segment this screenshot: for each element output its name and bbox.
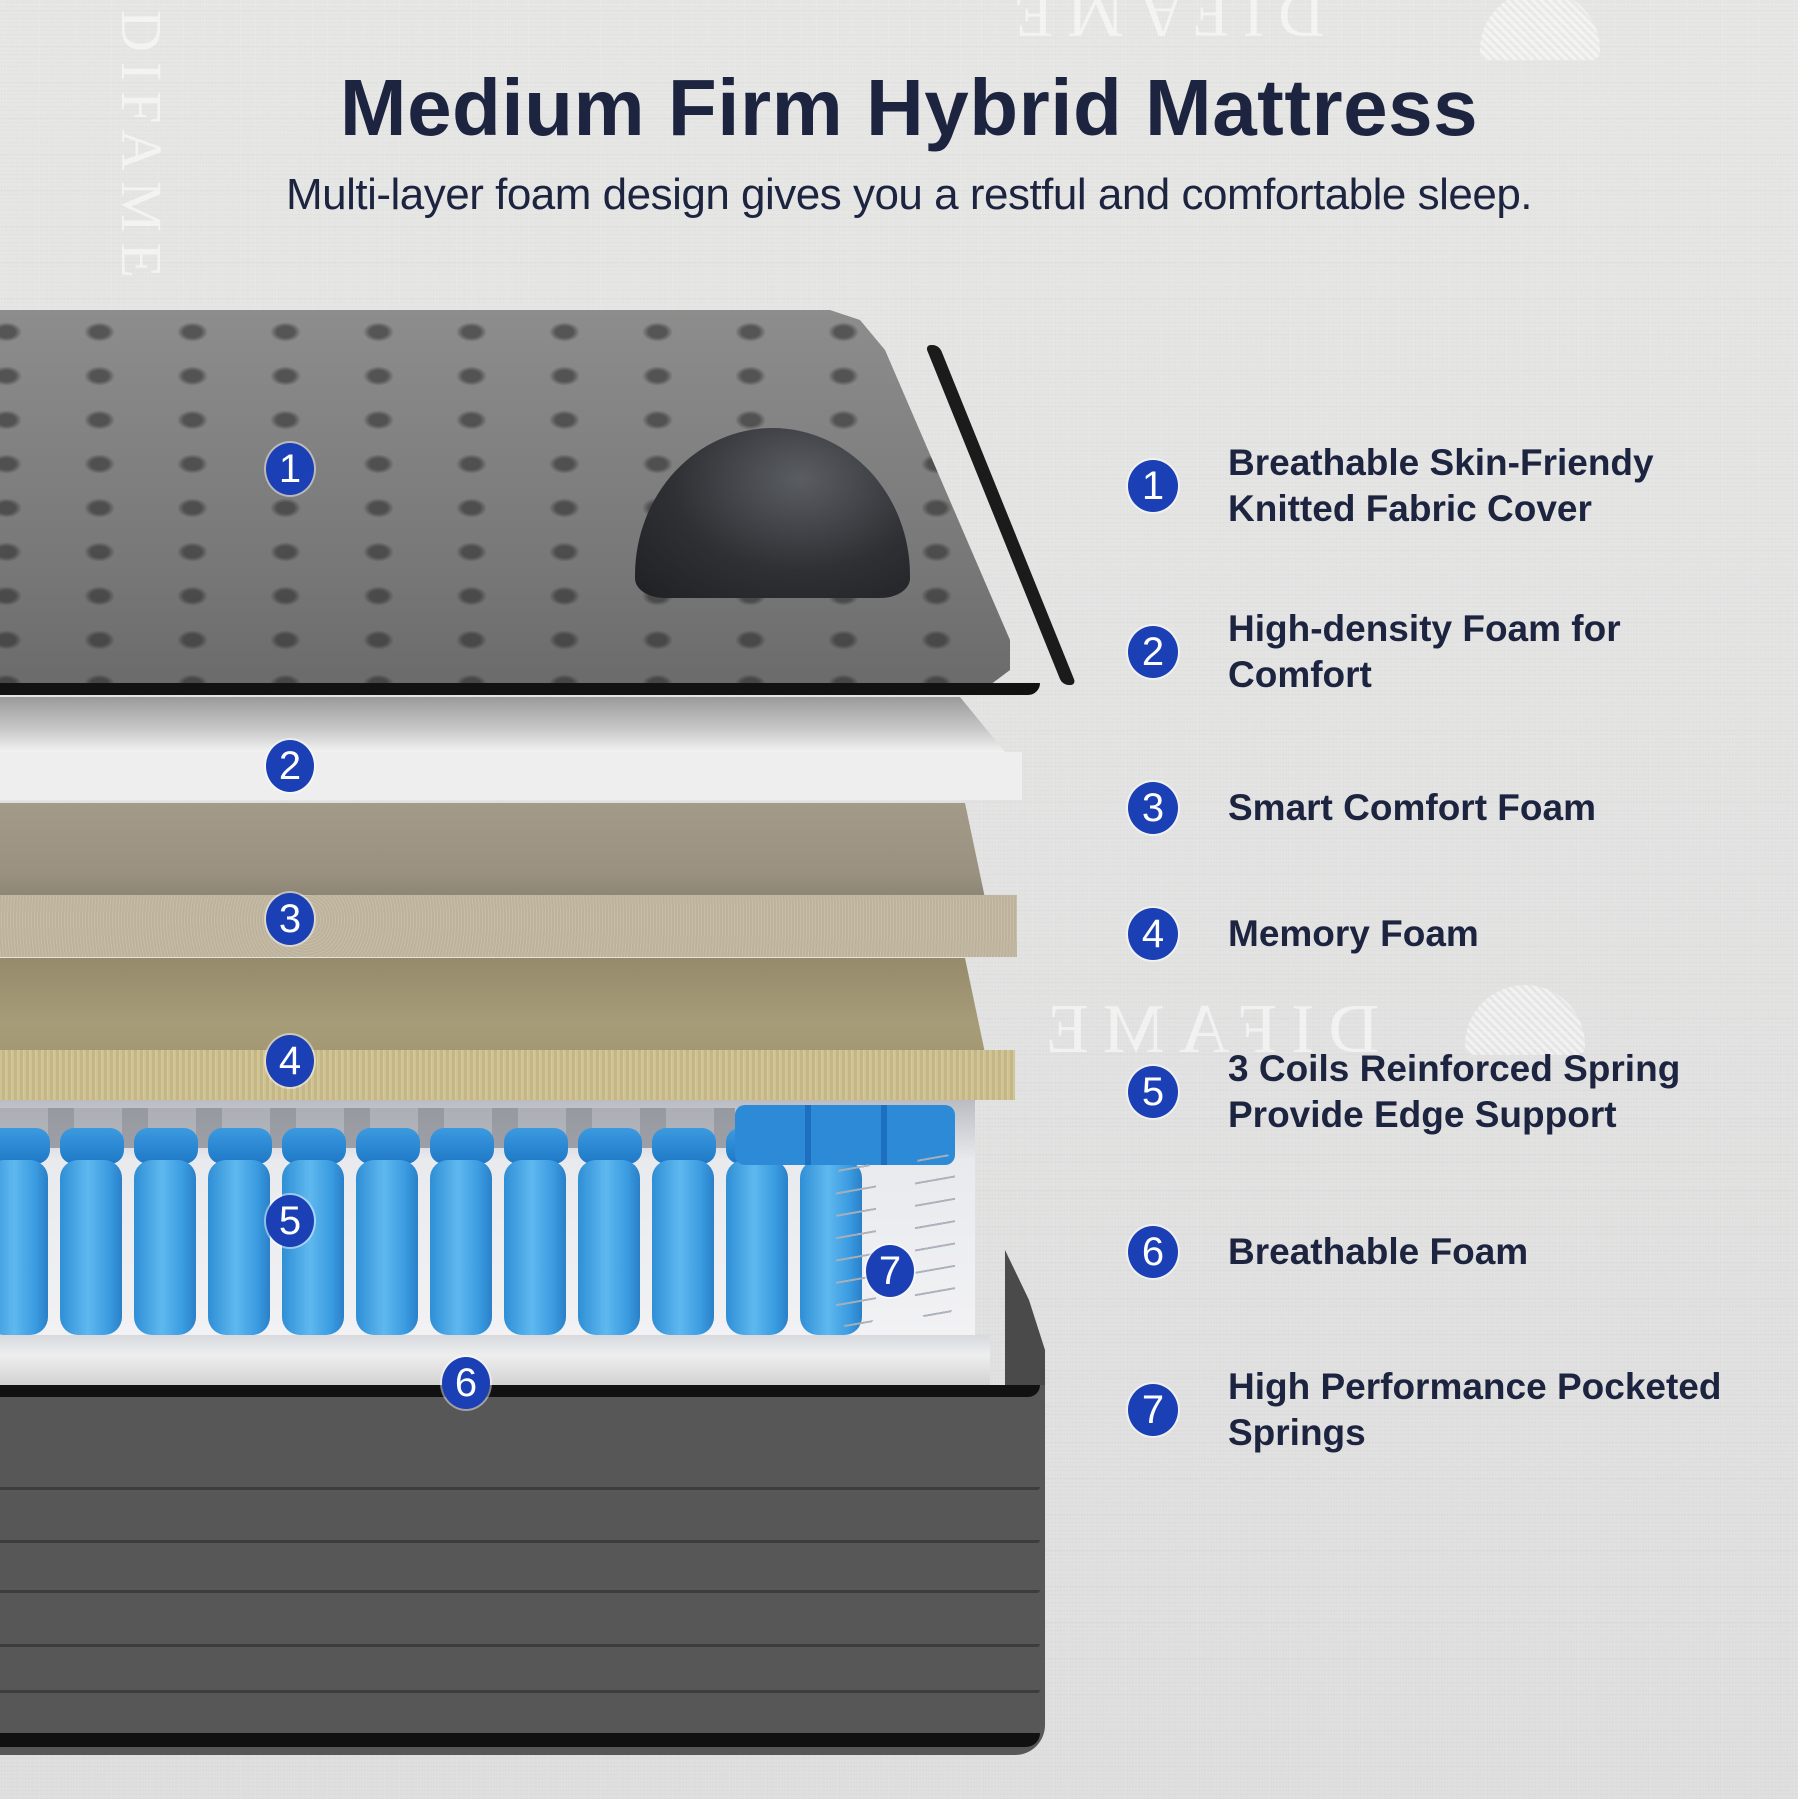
feature-label-line2: Knitted Fabric Cover <box>1228 488 1592 529</box>
pocket-coil-cap <box>578 1128 642 1164</box>
pocket-coil <box>60 1160 122 1335</box>
pocket-coil-cap <box>504 1128 568 1164</box>
feature-label-line1: Memory Foam <box>1228 913 1479 954</box>
feature-item-5: 5 3 Coils Reinforced Spring Provide Edge… <box>1128 1046 1768 1138</box>
feature-label-line2: Provide Edge Support <box>1228 1094 1617 1135</box>
marker-4-badge: 4 <box>266 1035 314 1087</box>
feature-label-line1: Breathable Foam <box>1228 1231 1529 1272</box>
brand-watermark-left: DIFAME <box>109 10 174 289</box>
memory-foam-top <box>0 958 985 1053</box>
marker-5-badge: 5 <box>266 1195 314 1247</box>
base-top-piping <box>0 1385 1040 1397</box>
high-density-foam-top <box>0 697 1005 752</box>
feature-label: 3 Coils Reinforced Spring Provide Edge S… <box>1228 1046 1768 1138</box>
pocket-coil <box>0 1160 48 1335</box>
marker-6-badge: 6 <box>442 1357 490 1409</box>
feature-label: Smart Comfort Foam <box>1228 785 1768 831</box>
pocket-coil <box>356 1160 418 1335</box>
brand-logo-watermark-middle <box>1465 985 1585 1055</box>
feature-label-line2: Springs <box>1228 1412 1366 1453</box>
pocket-coil <box>726 1160 788 1335</box>
feature-label-line1: 3 Coils Reinforced Spring <box>1228 1048 1681 1089</box>
page-title: Medium Firm Hybrid Mattress <box>339 63 1479 152</box>
pocket-coil <box>430 1160 492 1335</box>
feature-number-badge: 7 <box>1128 1384 1178 1436</box>
memory-foam-face <box>0 1050 1015 1100</box>
knitted-fabric-cover-layer <box>0 310 1010 685</box>
feature-label-line1: High-density Foam for <box>1228 608 1621 649</box>
feature-label: High Performance Pocketed Springs <box>1228 1364 1768 1456</box>
pocket-coil <box>134 1160 196 1335</box>
pocket-coil <box>652 1160 714 1335</box>
feature-item-4: 4 Memory Foam <box>1128 908 1768 960</box>
edge-coil-caps <box>735 1105 955 1165</box>
breathable-foam-layer <box>0 1335 990 1387</box>
marker-3-badge: 3 <box>266 893 314 945</box>
high-density-foam-face <box>0 752 1022 800</box>
mattress-layers-diagram: 1 2 3 4 5 6 7 <box>0 310 1077 1755</box>
pocket-coil-cap <box>60 1128 124 1164</box>
feature-label: Memory Foam <box>1228 911 1768 957</box>
edge-coil-spring <box>836 1160 876 1330</box>
feature-label: Breathable Skin-Friendy Knitted Fabric C… <box>1228 440 1768 532</box>
edge-coil-spring <box>915 1150 955 1320</box>
marker-7-badge: 7 <box>866 1245 914 1297</box>
feature-number-badge: 3 <box>1128 782 1178 834</box>
base-stripe <box>0 1540 1040 1543</box>
feature-number-badge: 2 <box>1128 626 1178 678</box>
base-stripe <box>0 1644 1040 1647</box>
marker-2-badge: 2 <box>266 740 314 792</box>
base-stripe <box>0 1690 1040 1693</box>
feature-item-2: 2 High-density Foam for Comfort <box>1128 606 1768 698</box>
feature-label: High-density Foam for Comfort <box>1228 606 1768 698</box>
smart-comfort-foam-face <box>0 895 1017 957</box>
pocket-coil-cap <box>652 1128 716 1164</box>
mattress-base <box>0 1385 1045 1755</box>
pocket-coil-cap <box>282 1128 346 1164</box>
pocket-coil <box>504 1160 566 1335</box>
base-bottom-piping <box>0 1733 1040 1747</box>
feature-label-line1: Smart Comfort Foam <box>1228 787 1596 828</box>
feature-label-line2: Comfort <box>1228 654 1372 695</box>
pocket-coil <box>578 1160 640 1335</box>
smart-comfort-foam-top <box>0 803 985 898</box>
feature-item-6: 6 Breathable Foam <box>1128 1226 1768 1278</box>
feature-number-badge: 5 <box>1128 1066 1178 1118</box>
pocket-coil <box>282 1160 344 1335</box>
base-stripe <box>0 1590 1040 1593</box>
feature-item-1: 1 Breathable Skin-Friendy Knitted Fabric… <box>1128 440 1768 532</box>
feature-number-badge: 1 <box>1128 460 1178 512</box>
feature-number-badge: 6 <box>1128 1226 1178 1278</box>
pocket-coil-cap <box>208 1128 272 1164</box>
pocket-coil-cap <box>0 1128 50 1164</box>
pocket-coil <box>208 1160 270 1335</box>
feature-label-line1: Breathable Skin-Friendy <box>1228 442 1654 483</box>
feature-label-line1: High Performance Pocketed <box>1228 1366 1722 1407</box>
feature-label: Breathable Foam <box>1228 1229 1768 1275</box>
cover-bottom-piping <box>0 683 1040 695</box>
marker-1-badge: 1 <box>266 443 314 495</box>
feature-item-7: 7 High Performance Pocketed Springs <box>1128 1364 1768 1456</box>
page-subtitle: Multi-layer foam design gives you a rest… <box>285 170 1533 219</box>
feature-item-3: 3 Smart Comfort Foam <box>1128 782 1768 834</box>
pocket-coil-cap <box>134 1128 198 1164</box>
pocket-coil-cap <box>430 1128 494 1164</box>
brand-logo-watermark-top <box>1480 0 1600 60</box>
feature-number-badge: 4 <box>1128 908 1178 960</box>
base-stripe <box>0 1487 1040 1490</box>
pocket-coil-cap <box>356 1128 420 1164</box>
